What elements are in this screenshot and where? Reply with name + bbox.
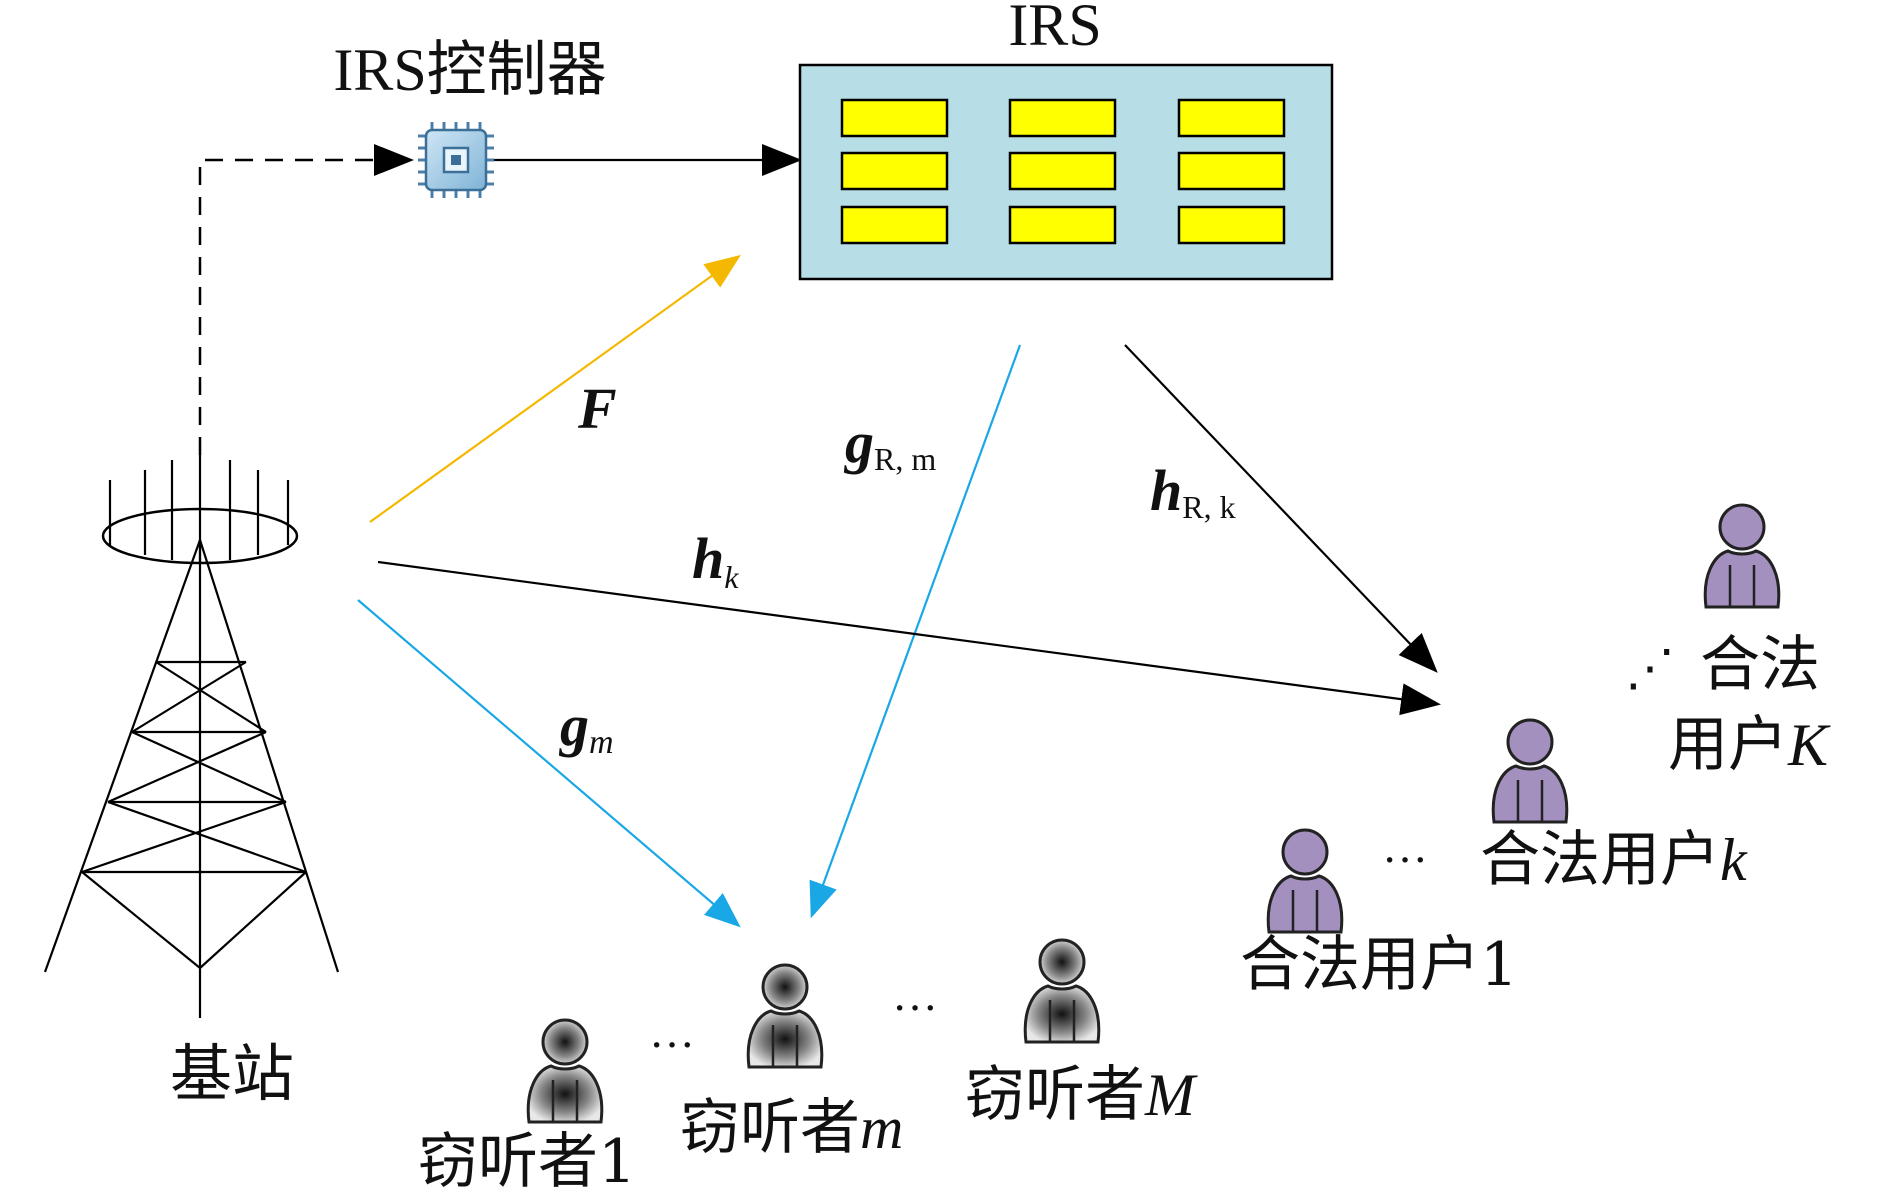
irs-controller-label: IRS控制器 bbox=[333, 37, 606, 103]
link-g-R-m bbox=[809, 344, 1022, 919]
ellipsis-eve-1: ··· bbox=[649, 1019, 695, 1070]
diag-ellipsis-user: ⋰ bbox=[1625, 640, 1675, 696]
ellipsis-user: ··· bbox=[1382, 834, 1428, 885]
irs-panel bbox=[798, 63, 1334, 281]
eavesdropper-m-icon bbox=[746, 963, 824, 1069]
base-station-label: 基站 bbox=[170, 1037, 294, 1110]
label-g-m: gm bbox=[558, 693, 614, 761]
legit-user-k-label: 合法用户k bbox=[1480, 825, 1748, 895]
eavesdropper-1-icon bbox=[526, 1018, 604, 1124]
eavesdropper-1-label: 窃听者1 bbox=[418, 1127, 636, 1193]
label-h-k: hk bbox=[692, 526, 739, 595]
legit-user-k-icon bbox=[1491, 718, 1569, 824]
legit-user-k-text: 合法用户 bbox=[1480, 825, 1720, 895]
legit-user-1-icon bbox=[1266, 828, 1344, 934]
control-link-dashed bbox=[198, 144, 414, 455]
irs-label: IRS bbox=[1008, 0, 1101, 58]
link-h-k bbox=[377, 560, 1441, 716]
legit-user-1-label: 合法用户1 bbox=[1240, 930, 1518, 1000]
chip-icon bbox=[418, 122, 494, 198]
eavesdropper-M-var: M bbox=[1144, 1062, 1198, 1128]
eavesdropper-M-icon bbox=[1023, 938, 1101, 1044]
legit-user-K-label-line2: 用户K bbox=[1668, 710, 1831, 780]
label-F: F bbox=[577, 376, 617, 441]
eavesdropper-m-var: m bbox=[860, 1095, 903, 1161]
eavesdropper-M-text: 窃听者 bbox=[965, 1060, 1145, 1130]
link-F bbox=[369, 254, 741, 523]
eavesdropper-m-text: 窃听者 bbox=[680, 1093, 860, 1163]
h-R-k-subscript: R, k bbox=[1182, 489, 1235, 525]
legit-user-K-label-line1: 合法 bbox=[1700, 630, 1820, 700]
h-k-subscript: k bbox=[724, 559, 739, 595]
legit-user-K-text: 用户 bbox=[1668, 710, 1788, 780]
base-station-tower-icon bbox=[43, 455, 340, 1018]
eavesdropper-M-label: 窃听者M bbox=[965, 1060, 1198, 1130]
g-R-m-subscript: R, m bbox=[874, 441, 936, 477]
legit-user-K-var: K bbox=[1787, 712, 1831, 778]
label-h-R-k: hR, k bbox=[1150, 458, 1236, 525]
irs-elements bbox=[840, 98, 1286, 245]
link-h-R-k bbox=[1124, 344, 1438, 673]
link-g-m bbox=[357, 599, 741, 928]
g-m-symbol: g bbox=[558, 693, 589, 758]
legit-user-k-var: k bbox=[1720, 827, 1748, 893]
ellipsis-eve-2: ··· bbox=[892, 982, 938, 1033]
legit-user-K-icon bbox=[1703, 503, 1781, 609]
g-m-subscript: m bbox=[589, 724, 614, 761]
label-g-R-m: gR, m bbox=[843, 410, 936, 477]
eavesdropper-m-label: 窃听者m bbox=[680, 1093, 903, 1163]
h-R-k-symbol: h bbox=[1150, 458, 1182, 523]
h-k-symbol: h bbox=[692, 526, 724, 591]
g-R-m-symbol: g bbox=[843, 410, 874, 475]
